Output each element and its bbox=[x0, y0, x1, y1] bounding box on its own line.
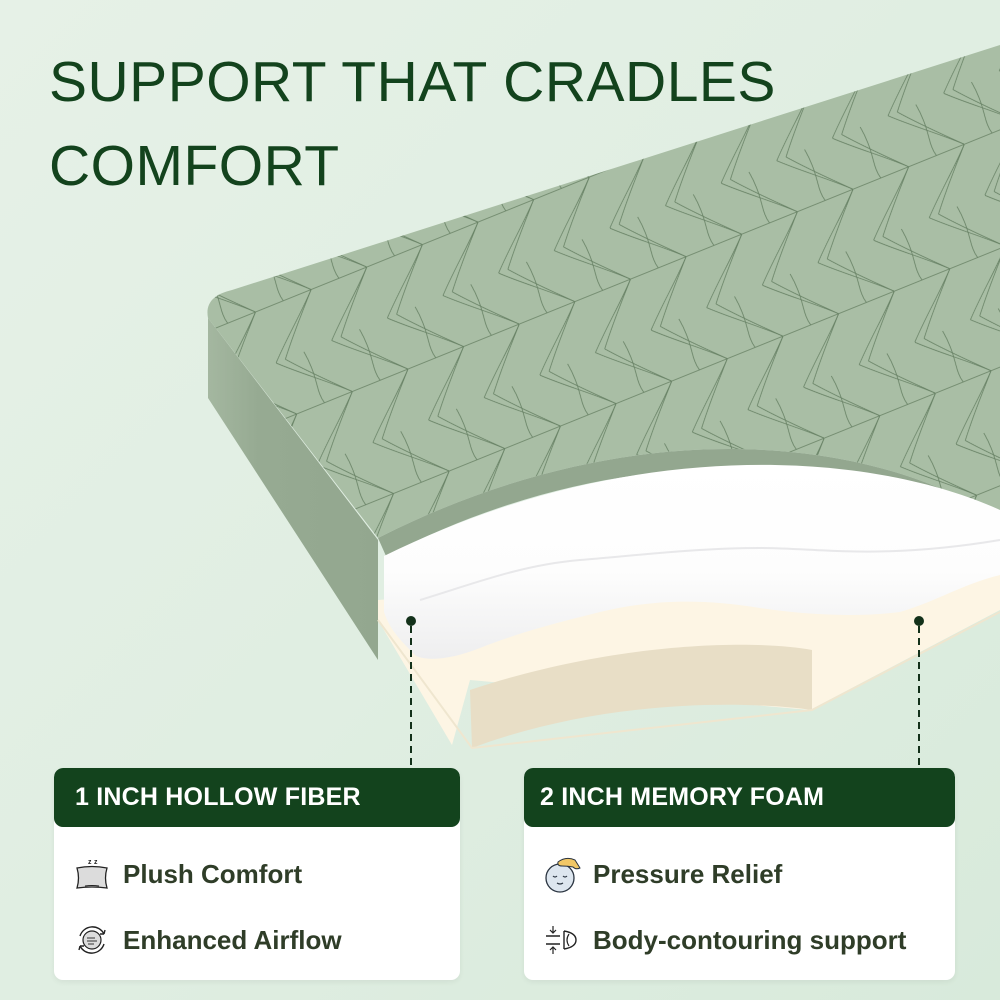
relaxed-face-hand-icon bbox=[542, 854, 582, 894]
memory-foam-card: 2 INCH MEMORY FOAM Pressure Relief Body-… bbox=[524, 768, 955, 980]
feature-label: Plush Comfort bbox=[123, 858, 303, 889]
leader-line-fiber bbox=[406, 616, 416, 768]
svg-text:z: z bbox=[88, 859, 92, 866]
feature-enhanced-airflow: Enhanced Airflow bbox=[72, 920, 342, 960]
hollow-fiber-card: 1 INCH HOLLOW FIBER z z z Plush Comfort bbox=[54, 768, 460, 980]
hollow-fiber-title: 1 INCH HOLLOW FIBER bbox=[54, 768, 460, 827]
mattress-side bbox=[208, 318, 378, 660]
body-contour-compress-icon bbox=[542, 920, 582, 960]
airflow-cycle-icon bbox=[72, 920, 112, 960]
feature-pressure-relief: Pressure Relief bbox=[542, 854, 782, 894]
headline-line-1: SUPPORT THAT CRADLES bbox=[49, 50, 776, 114]
memory-foam-title: 2 INCH MEMORY FOAM bbox=[524, 768, 955, 827]
feature-plush-comfort: z z z Plush Comfort bbox=[72, 854, 302, 894]
feature-label: Enhanced Airflow bbox=[123, 924, 342, 955]
hollow-fiber-layer bbox=[384, 464, 1000, 659]
pillow-sleep-icon: z z z bbox=[72, 854, 112, 894]
headline: SUPPORT THAT CRADLES COMFORT bbox=[49, 40, 776, 208]
headline-line-2: COMFORT bbox=[49, 134, 340, 198]
svg-text:z: z bbox=[94, 859, 98, 866]
feature-label: Body-contouring support bbox=[593, 924, 907, 955]
leader-line-foam bbox=[914, 616, 924, 768]
feature-body-contouring: Body-contouring support bbox=[542, 920, 906, 960]
feature-label: Pressure Relief bbox=[593, 858, 783, 889]
